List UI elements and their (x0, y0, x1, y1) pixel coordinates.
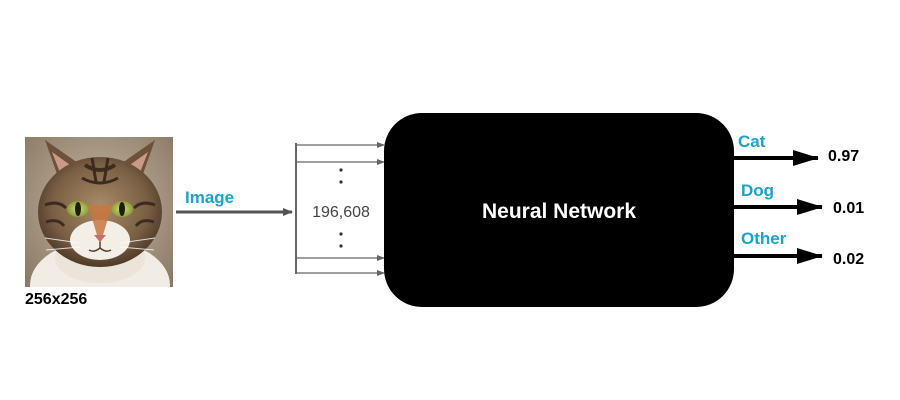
output-class-label: Dog (741, 181, 774, 200)
output-class-label: Other (741, 229, 787, 248)
cat-image (25, 137, 173, 287)
output-probability: 0.97 (828, 148, 859, 165)
output-other: Other 0.02 (734, 229, 864, 268)
neural-network-box (384, 113, 734, 307)
image-size-label: 256x256 (25, 291, 87, 308)
output-class-label: Cat (738, 132, 766, 151)
neural-network-label: Neural Network (482, 200, 636, 223)
output-cat: Cat 0.97 (734, 132, 859, 166)
output-probability: 0.01 (833, 200, 864, 217)
output-dog: Dog 0.01 (734, 181, 864, 217)
output-probability: 0.02 (833, 251, 864, 268)
image-arrow-label: Image (185, 188, 234, 207)
input-count-label: 196,608 (312, 204, 370, 221)
input-vector (295, 142, 385, 276)
